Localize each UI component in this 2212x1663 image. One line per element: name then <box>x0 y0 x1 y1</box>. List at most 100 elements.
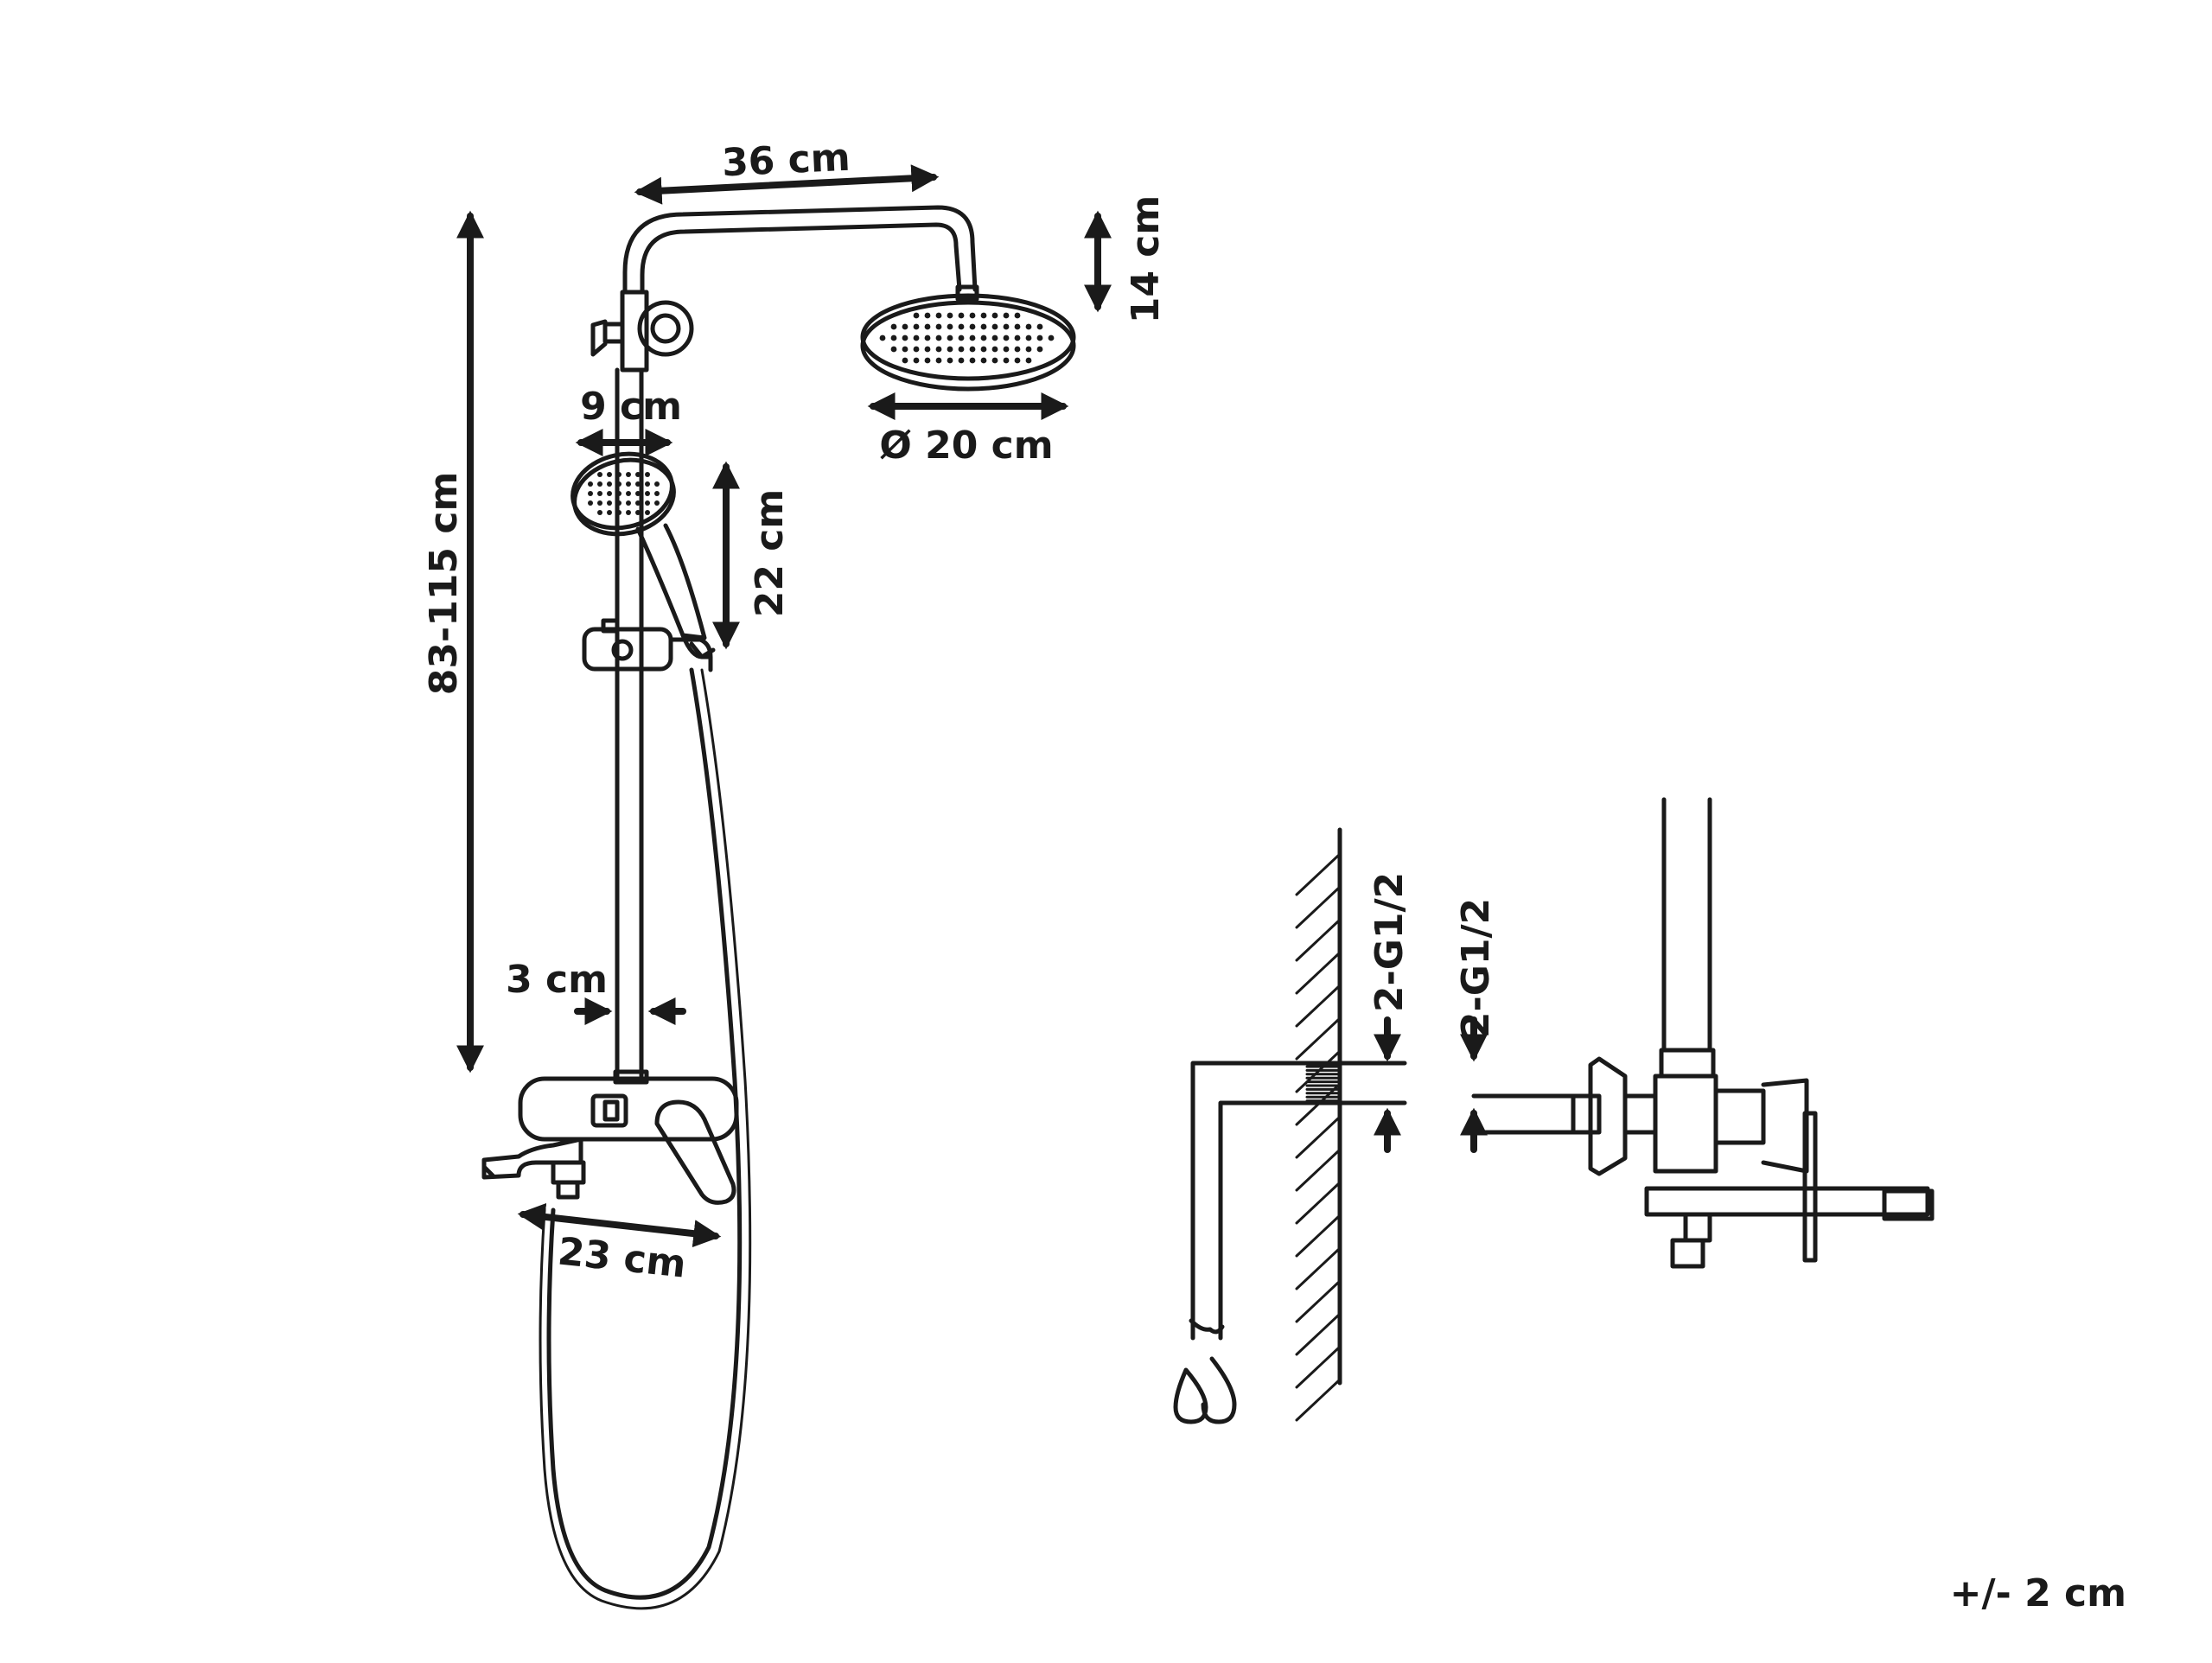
nozzle-dot <box>947 335 953 341</box>
nozzle-dot <box>935 357 942 364</box>
nozzle-dot <box>890 346 897 353</box>
label-head-height: 14 cm <box>1124 195 1168 323</box>
nozzle-dot <box>924 346 931 353</box>
nozzle-dot <box>969 323 976 330</box>
nozzle-dot <box>969 357 976 364</box>
nozzle-dot <box>626 500 631 506</box>
label-head-diameter: Ø 20 cm <box>879 424 1053 468</box>
diverter-knob <box>637 300 694 357</box>
nozzle-dot <box>1025 346 1032 353</box>
dim-arrow-mixer-width <box>517 1202 722 1248</box>
mixer-flange <box>1588 1056 1628 1176</box>
hatch-line <box>1295 1117 1340 1159</box>
nozzle-dot <box>1014 312 1021 319</box>
nozzle-dot <box>654 500 660 506</box>
nozzle-dot <box>626 481 631 487</box>
nozzle-dot <box>607 491 612 496</box>
label-connection-mixer: 2-G1/2 <box>1454 898 1498 1038</box>
nozzle-dot <box>913 323 920 330</box>
nozzle-dot <box>607 472 612 477</box>
nozzle-dot <box>1014 335 1021 341</box>
hatch-line <box>1295 1347 1340 1389</box>
nozzle-dot <box>645 472 650 477</box>
shower-arm-inner <box>640 222 962 295</box>
nozzle-dot <box>597 491 602 496</box>
nozzle-dot <box>635 500 641 506</box>
hatch-line <box>1295 1314 1340 1356</box>
hatch-line <box>1295 920 1340 962</box>
nozzle-dot <box>635 472 641 477</box>
mixer-handle <box>1761 1078 1809 1174</box>
hatch-line <box>1295 953 1340 995</box>
diverter-lever <box>602 322 625 344</box>
label-arm-width: 36 cm <box>721 136 851 186</box>
mixer-spout <box>1644 1186 1930 1217</box>
overhead-shower-head <box>860 293 1076 392</box>
nozzle-dot <box>890 335 897 341</box>
nozzle-dot <box>645 510 650 515</box>
hatch-line <box>1295 1281 1340 1323</box>
nozzle-dot <box>969 346 976 353</box>
mixer-outlet-nut <box>1670 1238 1705 1269</box>
nozzle-dot <box>645 491 650 496</box>
nozzle-dot <box>991 357 998 364</box>
nozzle-dot <box>607 510 612 515</box>
nozzle-dot <box>935 312 942 319</box>
nozzle-dot <box>1036 346 1043 353</box>
dimension-labels: 36 cm 14 cm Ø 20 cm 9 cm 22 cm 83-115 cm… <box>422 136 1168 1287</box>
nozzle-dot <box>588 500 593 506</box>
label-tolerance: +/- 2 cm <box>1950 1571 2126 1615</box>
nozzle-dot <box>1036 335 1043 341</box>
nozzle-dot <box>626 472 631 477</box>
water-drops-icon <box>1173 1356 1237 1424</box>
nozzle-dot <box>1003 312 1010 319</box>
nozzle-dot <box>626 510 631 515</box>
mixer-outlet <box>1683 1212 1712 1243</box>
nozzle-dot <box>969 312 976 319</box>
wall-hatching <box>1295 854 1340 1422</box>
mixer-eccentric-nut <box>1571 1093 1602 1135</box>
nozzle-dot <box>947 346 953 353</box>
nozzle-dot <box>902 357 908 364</box>
nozzle-dot <box>902 323 908 330</box>
nozzle-dot <box>980 335 987 341</box>
nozzle-dot <box>597 481 602 487</box>
hatch-line <box>1295 1182 1340 1225</box>
nozzle-dot <box>597 472 602 477</box>
shower-hose-inner <box>539 668 752 1610</box>
nozzle-dot <box>616 481 622 487</box>
pipe-thread <box>1305 1065 1340 1103</box>
mixer-spout-tip <box>1882 1188 1935 1221</box>
diverter-handle <box>590 319 608 357</box>
wall-connection-drawing: 2-G1/2 <box>1173 827 1412 1424</box>
label-connection-wall: 2-G1/2 <box>1367 872 1412 1012</box>
nozzle-dot <box>913 335 920 341</box>
nozzle-dot <box>879 335 886 341</box>
hatch-line <box>1295 854 1340 896</box>
label-mixer-width: 23 cm <box>556 1229 688 1286</box>
nozzle-dot <box>616 500 622 506</box>
nozzle-dot <box>902 335 908 341</box>
pipe-end <box>1189 1318 1225 1335</box>
nozzle-dot <box>958 357 965 364</box>
nozzle-dot <box>935 335 942 341</box>
nozzle-dot <box>635 481 641 487</box>
mixer-connection-drawing: 2-G1/2 <box>1454 797 1935 1269</box>
hatch-line <box>1295 1150 1340 1192</box>
nozzle-dot <box>654 491 660 496</box>
nozzle-dot <box>890 323 897 330</box>
nozzle-dot <box>1003 323 1010 330</box>
shower-arm <box>622 205 978 295</box>
nozzle-dot <box>616 510 622 515</box>
nozzle-dot <box>1025 323 1032 330</box>
mixer-body-block <box>1653 1074 1718 1174</box>
nozzle-dot <box>635 510 641 515</box>
nozzle-dot <box>935 323 942 330</box>
nozzle-dot <box>588 481 593 487</box>
nozzle-dot <box>597 510 602 515</box>
nozzle-dot <box>607 481 612 487</box>
hand-shower-head <box>571 451 716 659</box>
hatch-line <box>1295 985 1340 1028</box>
nozzle-dot <box>1025 335 1032 341</box>
